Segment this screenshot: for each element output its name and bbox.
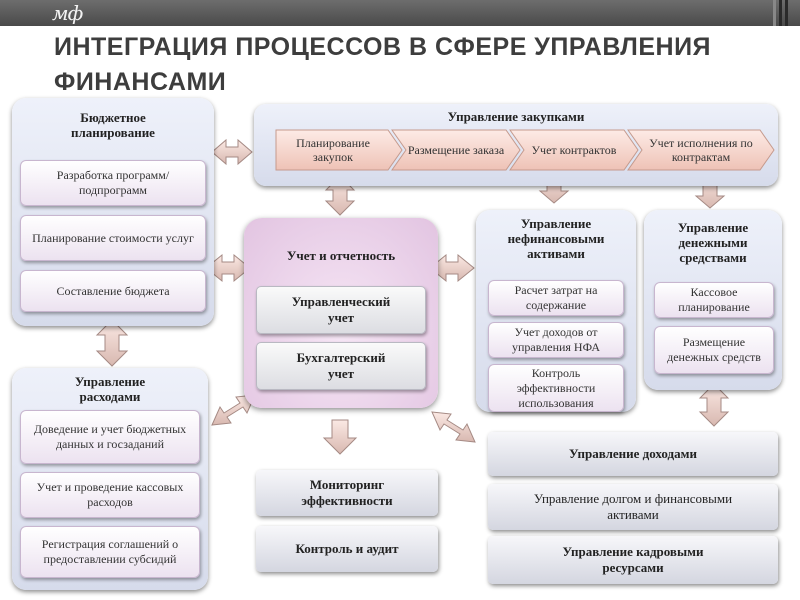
nonfinancial-item-control[interactable]: Контроль эффективности использования (488, 364, 624, 412)
cash-panel: Управление денежными средствами Кассовое… (644, 210, 782, 390)
monitoring-box[interactable]: Мониторинг эффективности (256, 470, 438, 516)
top-bar: мф (0, 0, 800, 26)
procurement-step-order[interactable]: Размещение заказа (407, 143, 505, 157)
expenses-item-subsidies[interactable]: Регистрация соглашений о предоставлении … (20, 526, 200, 578)
procurement-title: Управление закупками (447, 109, 585, 124)
budget-item-programs[interactable]: Разработка программ/ подпрограмм (20, 160, 206, 206)
accounting-item-management[interactable]: Управленческий учет (256, 286, 426, 334)
cash-title: Управление денежными средствами (677, 220, 749, 265)
procurement-chevrons (275, 129, 775, 171)
chevron-step-3 (509, 129, 639, 171)
chevron-step-1 (275, 129, 403, 171)
expenses-title: Управление расходами (74, 374, 146, 404)
arrow-accounting-nonfinancial (429, 253, 475, 283)
expenses-item-cash[interactable]: Учет и проведение кассовых расходов (20, 472, 200, 518)
top-bar-stripes (779, 0, 782, 26)
expenses-panel: Управление расходами Доведение и учет бю… (12, 368, 208, 590)
control-audit-box[interactable]: Контроль и аудит (256, 526, 438, 572)
expenses-item-budget-data[interactable]: Доведение и учет бюджетных данных и госз… (20, 410, 200, 464)
nonfinancial-item-costs[interactable]: Расчет затрат на содержание (488, 280, 624, 316)
arrow-accounting-monitoring (322, 419, 358, 455)
budget-planning-panel: Бюджетное планирование Разработка програ… (12, 98, 214, 326)
nonfinancial-title: Управление нефинансовыми активами (507, 216, 605, 261)
budget-planning-title: Бюджетное планирование (71, 110, 155, 140)
income-management-box[interactable]: Управление доходами (488, 432, 778, 476)
procurement-panel: Управление закупками Планирование закупо… (254, 104, 778, 186)
nonfinancial-item-income[interactable]: Учет доходов от управления НФА (488, 322, 624, 358)
procurement-step-planning[interactable]: Планирование закупок (296, 136, 370, 164)
procurement-step-contracts[interactable]: Учет контрактов (531, 143, 617, 157)
budget-item-compose[interactable]: Составление бюджета (20, 270, 206, 312)
ministry-logo: мф (52, 1, 83, 25)
budget-item-services[interactable]: Планирование стоимости услуг (20, 215, 206, 261)
cash-item-planning[interactable]: Кассовое планирование (654, 282, 774, 318)
procurement-step-execution[interactable]: Учет исполнения по контрактам (649, 136, 753, 164)
nonfinancial-panel: Управление нефинансовыми активами Расчет… (476, 210, 636, 412)
accounting-title: Учет и отчетность (286, 248, 396, 263)
arrow-budget-expenses (95, 319, 129, 367)
arrow-cash-income (698, 383, 730, 427)
hr-management-box[interactable]: Управление кадровыми ресурсами (488, 536, 778, 584)
arrow-budget-procurement (211, 138, 253, 166)
cash-item-placement[interactable]: Размещение денежных средств (654, 326, 774, 374)
accounting-panel: Учет и отчетность Управленческий учет Бу… (244, 218, 438, 408)
chevron-step-2 (391, 129, 521, 171)
chevron-step-4 (627, 129, 775, 171)
arrow-accounting-income (431, 411, 476, 443)
debt-management-box[interactable]: Управление долгом и финансовыми активами (488, 484, 778, 530)
accounting-item-bookkeeping[interactable]: Бухгалтерский учет (256, 342, 426, 390)
page-title: ИНТЕГРАЦИЯ ПРОЦЕССОВ В СФЕРЕ УПРАВЛЕНИЯ … (54, 33, 711, 96)
